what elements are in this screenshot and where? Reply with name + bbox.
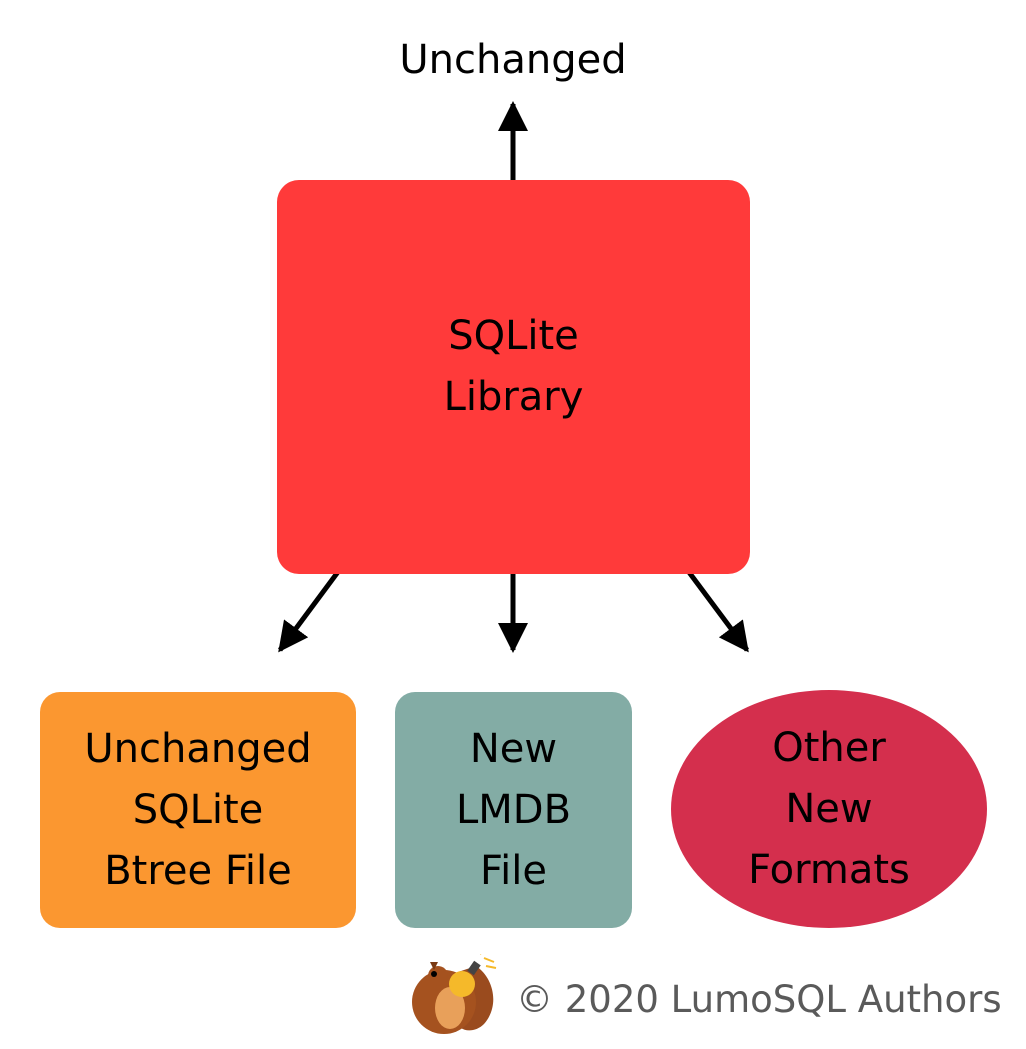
lumosql-squirrel-logo-icon — [410, 949, 502, 1044]
copyright-text: © 2020 LumoSQL Authors — [516, 977, 1002, 1021]
btree-file-label: Unchanged SQLite Btree File — [84, 725, 312, 894]
footer: © 2020 LumoSQL Authors — [410, 949, 1010, 1044]
other-formats-node: Other New Formats — [671, 690, 987, 928]
unchanged-label: Unchanged — [399, 37, 627, 83]
sqlite-library-label: SQLite Library — [443, 312, 584, 420]
other-formats-label: Other New Formats — [748, 724, 910, 893]
btree-file-node: Unchanged SQLite Btree File — [40, 692, 356, 928]
sqlite-library-node: SQLite Library — [277, 180, 750, 574]
lmdb-file-label: New LMDB File — [455, 725, 572, 894]
lmdb-file-node: New LMDB File — [395, 692, 632, 928]
